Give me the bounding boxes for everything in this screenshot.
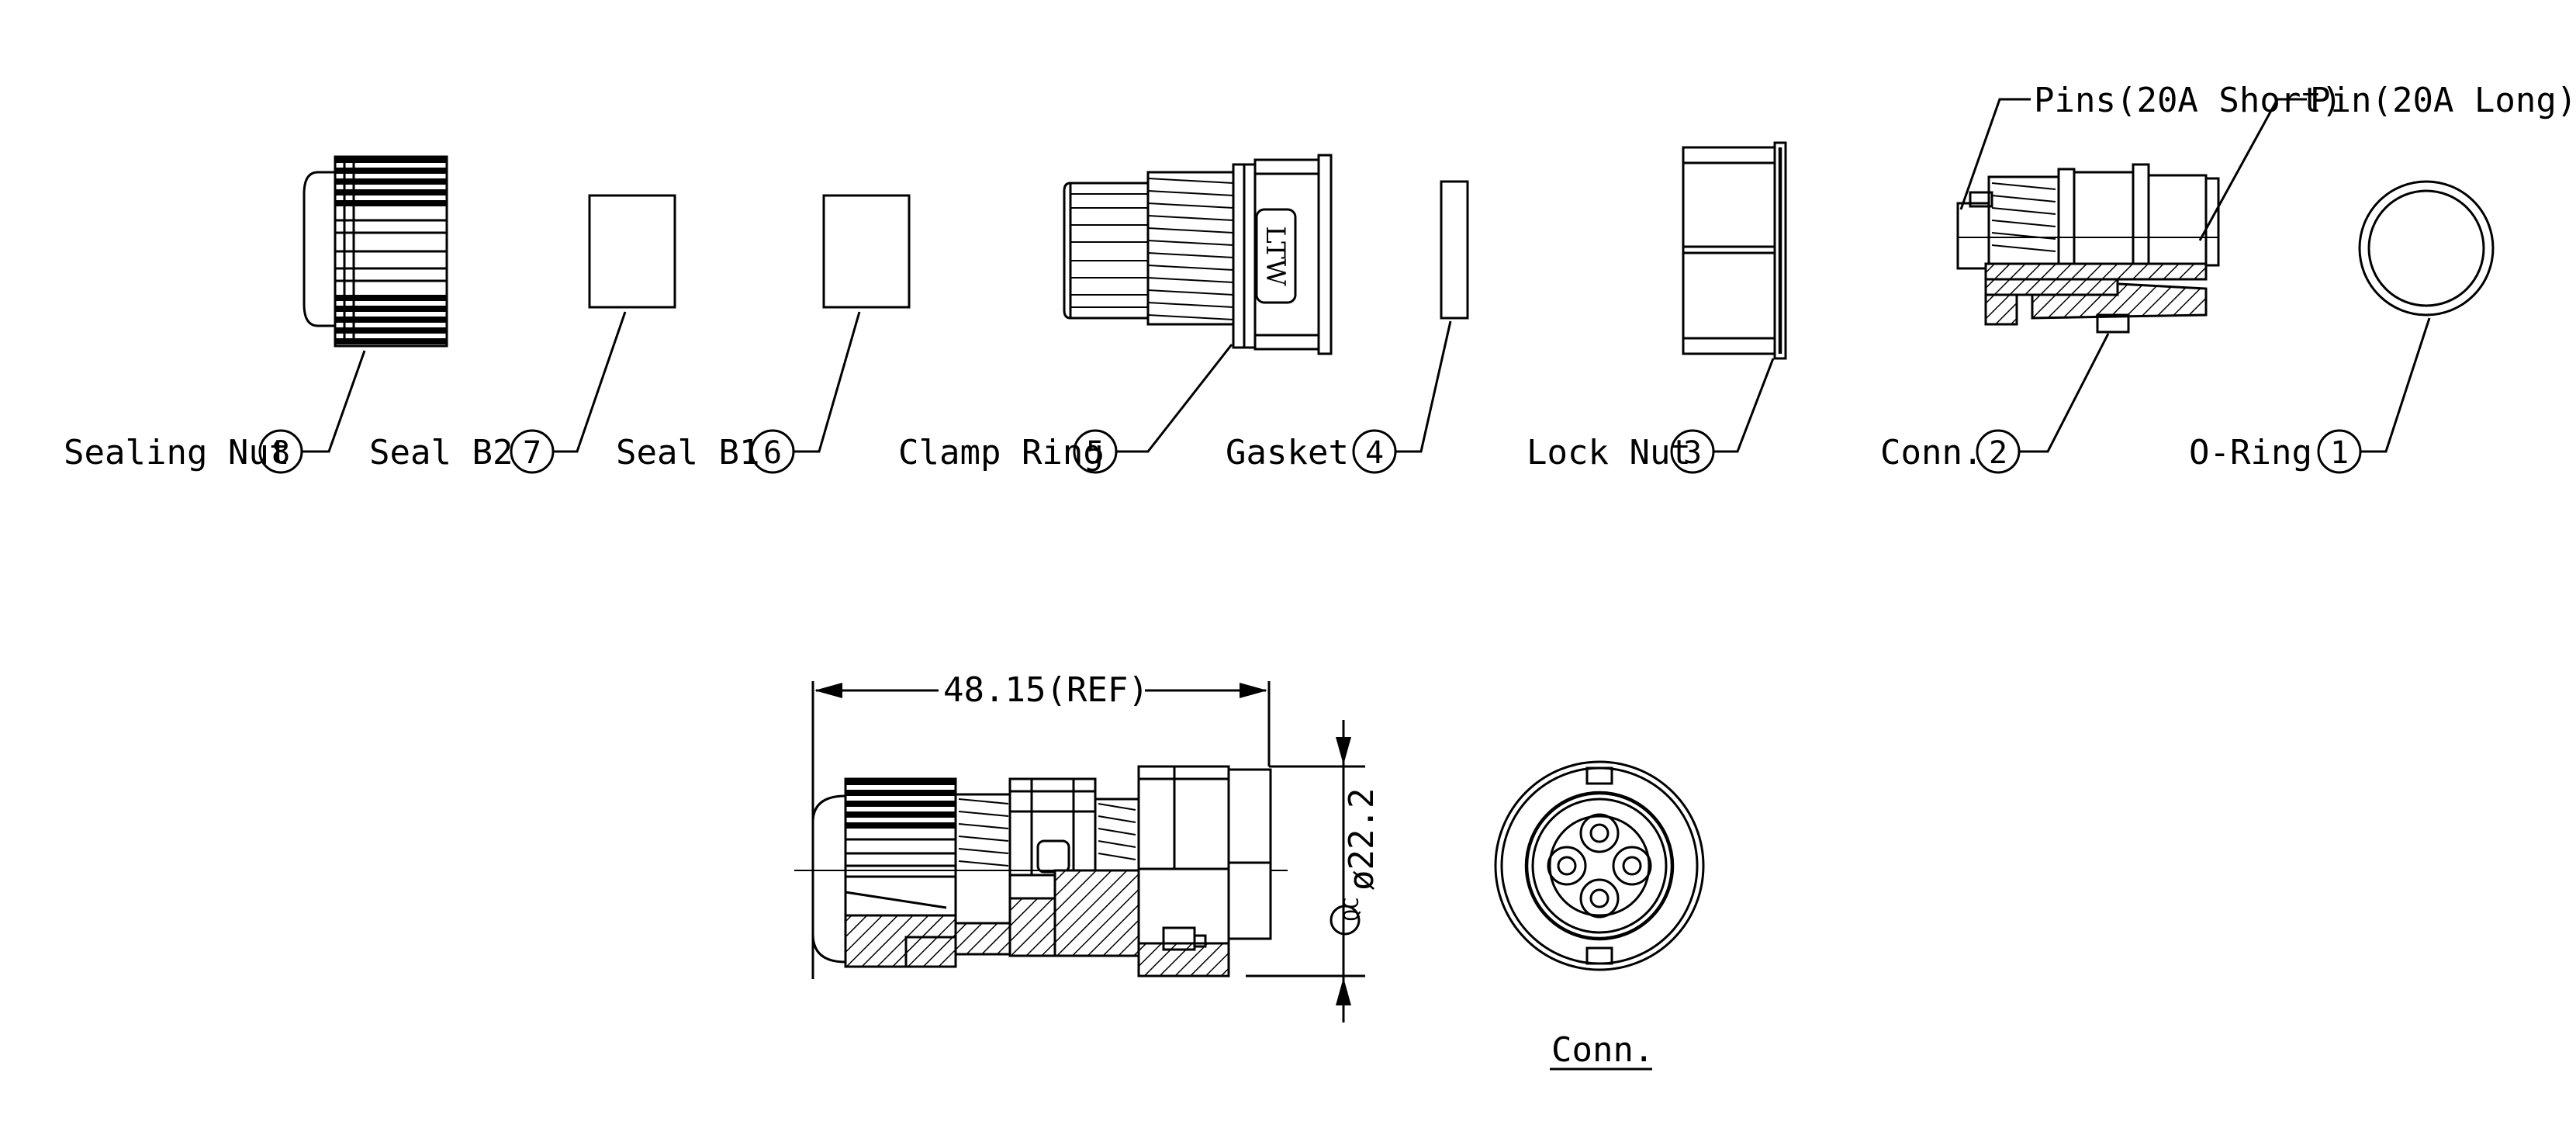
callout-o-ring: O-Ring 1 — [2189, 317, 2431, 474]
part-label: Sealing Nut — [64, 433, 289, 472]
clamp-ring-drawing: LTW — [1063, 154, 1333, 355]
connector-drawing — [1956, 163, 2220, 334]
lock-nut-drawing — [1682, 141, 1787, 360]
part-label: Lock Nut — [1527, 433, 1691, 472]
conn-view-caption: Conn. — [1551, 1030, 1654, 1070]
connector-face-view — [1494, 760, 1705, 971]
callout-pin-long: Pin(20A Long) — [2198, 81, 2576, 241]
part-label: Clamp Ring — [898, 433, 1104, 472]
callout-seal-b1: Seal B1 6 — [616, 311, 861, 474]
seal-b1-drawing — [822, 194, 911, 309]
clamp-ring-marking: LTW — [1260, 226, 1291, 285]
callout-lock-nut: Lock Nut 3 — [1527, 358, 1775, 474]
gasket-drawing — [1440, 180, 1469, 320]
part-number: 4 — [1365, 435, 1384, 471]
o-ring-drawing — [2358, 180, 2495, 317]
part-label: Seal B1 — [616, 433, 759, 472]
part-label: Gasket — [1226, 433, 1349, 472]
part-number: 8 — [271, 435, 290, 471]
callout-gasket: Gasket 4 — [1226, 320, 1452, 474]
callout-clamp-ring: Clamp Ring 5 — [898, 344, 1233, 474]
part-number: 7 — [523, 435, 541, 471]
assembled-side-view: 48.15(REF) ø22.2 QC — [794, 670, 1381, 1022]
part-number: 2 — [1989, 435, 2007, 471]
part-number: 5 — [1086, 435, 1105, 471]
length-dimension: 48.15(REF) — [943, 670, 1149, 710]
pin-long-label: Pin(20A Long) — [2310, 81, 2576, 120]
seal-b2-drawing — [588, 194, 676, 309]
sealing-nut-drawing — [303, 155, 448, 348]
part-number: 3 — [1683, 435, 1702, 471]
part-label: Seal B2 — [369, 433, 513, 472]
part-label: O-Ring — [2189, 433, 2312, 472]
part-number: 1 — [2330, 435, 2349, 471]
across-flats-symbol: QC — [1340, 897, 1364, 921]
part-label: Conn. — [1880, 433, 1983, 472]
diameter-dimension: ø22.2 — [1342, 788, 1381, 891]
callout-seal-b2: Seal B2 7 — [369, 311, 627, 474]
callout-connector: Conn. 2 — [1880, 333, 2110, 474]
part-number: 6 — [763, 435, 782, 471]
callout-sealing-nut: Sealing Nut 8 — [64, 350, 366, 474]
